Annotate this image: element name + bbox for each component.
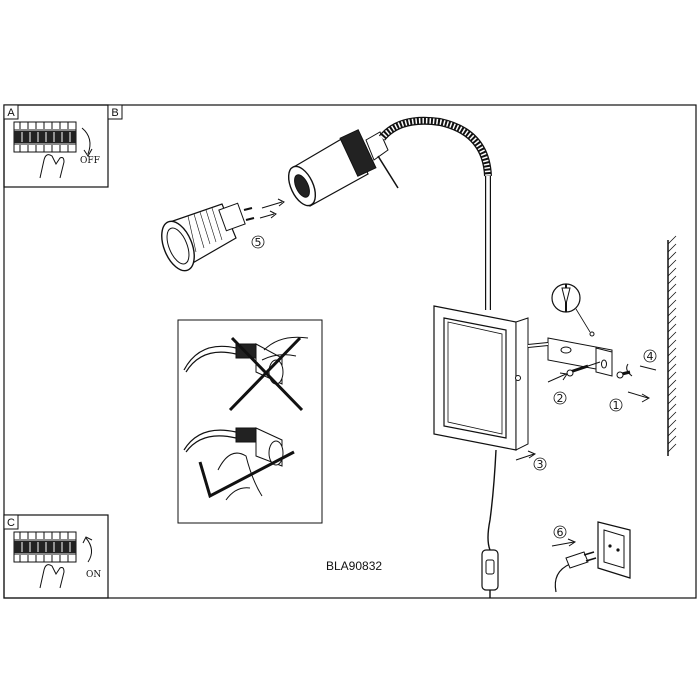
inset-frame (177, 319, 323, 524)
panel-b-letter: B (111, 107, 118, 119)
switch-state-on: ON (86, 570, 101, 580)
circuit-breaker-icon (13, 531, 77, 563)
turn-arrow-icon (81, 127, 91, 155)
step-1-badge (609, 398, 623, 412)
panel-c-letter-box (3, 514, 19, 530)
power-cord (487, 449, 497, 551)
panel-b-letter-box (107, 104, 123, 120)
step-6-label: 6 (557, 526, 564, 539)
step-2-label: 2 (557, 392, 564, 405)
check-mark-icon (198, 450, 295, 499)
circuit-breaker-icon (13, 121, 77, 153)
step-4-badge (643, 349, 657, 363)
wall-plate (433, 305, 529, 451)
step-1-label: 1 (613, 399, 620, 412)
model-code: BLA90832 (326, 559, 382, 573)
insert-arrow (261, 201, 283, 209)
outer-frame (3, 104, 697, 599)
panel-a-letter: A (7, 107, 15, 119)
panel-a-letter-box (3, 104, 19, 120)
lamp-icon (287, 116, 492, 310)
switch-state-off: OFF (80, 156, 100, 166)
wall-hatch (667, 235, 677, 456)
panel-c: C ON (3, 514, 109, 599)
gu10-bulb-icon (161, 202, 255, 272)
step-6-badge (553, 525, 567, 539)
turn-arrow-icon (85, 537, 92, 563)
screw-icon (566, 361, 631, 379)
step-5-badge (251, 235, 265, 249)
inline-switch-icon (481, 549, 499, 598)
step-4-label: 4 (647, 350, 654, 363)
panel-a: A OFF (3, 104, 109, 188)
hand-icon (39, 564, 65, 589)
panel-a-frame (3, 104, 109, 188)
panel-c-letter: C (7, 517, 15, 529)
bulb-handling-inset (177, 319, 323, 524)
power-socket-icon (597, 521, 631, 579)
step-3-badge (533, 457, 547, 471)
power-plug-icon (554, 551, 597, 593)
hand-icon (39, 154, 65, 179)
step-2-badge (553, 391, 567, 405)
forbidden-cross-icon (228, 336, 304, 412)
wall-plug-icon (551, 283, 595, 337)
panel-c-frame (3, 514, 109, 599)
step-5-label: 5 (255, 236, 262, 249)
step-3-label: 3 (537, 458, 544, 471)
